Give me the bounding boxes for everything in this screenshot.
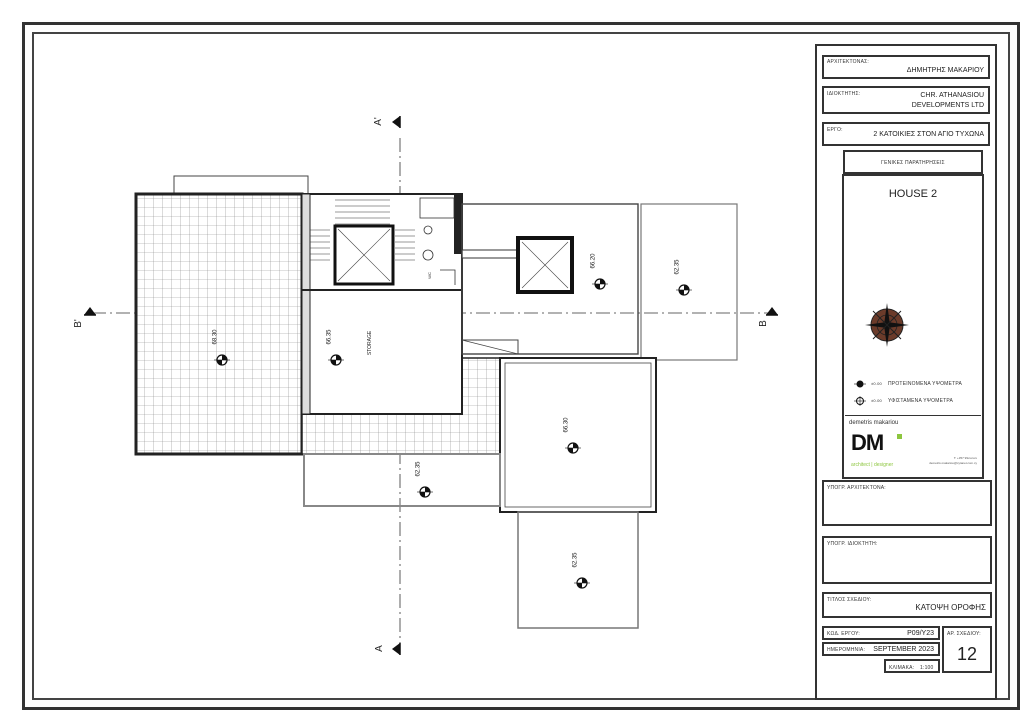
level-text-slab: 66.20 bbox=[590, 253, 597, 269]
notes-header: ΓΕΝΙΚΕΣ ΠΑΡΑΤΗΡΗΣΕΙΣ bbox=[881, 160, 945, 166]
project-code-value: P09/Y23 bbox=[907, 630, 934, 637]
title-block-frame bbox=[815, 44, 997, 700]
sheet-inner-border bbox=[32, 32, 1010, 700]
scale-box: ΚΛΙΜΑΚΑ: 1:100 bbox=[884, 659, 940, 673]
date-box: ΗΜΕΡΟΜΗΝΙΑ: SEPTEMBER 2023 bbox=[822, 642, 940, 656]
owner-box: ΙΔΙΟΚΤΗΤΗΣ: CHR. ATHANASIOU DEVELOPMENTS… bbox=[822, 86, 990, 114]
scale-label: ΚΛΙΜΑΚΑ: bbox=[889, 665, 915, 671]
logo-caption: demetris makariou bbox=[849, 420, 899, 426]
legend-existing-icon bbox=[854, 396, 866, 406]
logo-accent-icon bbox=[897, 434, 902, 439]
section-label-b-right: B bbox=[757, 320, 769, 327]
project-label: ΕΡΓΟ: bbox=[827, 127, 843, 133]
wc-toilet bbox=[422, 249, 434, 261]
scale-value: 1:100 bbox=[920, 665, 934, 671]
stair-wall-right bbox=[454, 194, 462, 254]
house-title: HOUSE 2 bbox=[888, 188, 938, 200]
bottom-slab bbox=[517, 511, 639, 629]
stair-treads bbox=[310, 199, 415, 261]
drawing-title-box: ΤΙΤΛΟΣ ΣΧΕΔΙΟΥ: ΚΑΤΟΨΗ ΟΡΟΦΗΣ bbox=[822, 592, 992, 618]
date-value: SEPTEMBER 2023 bbox=[873, 646, 934, 653]
architect-label: ΑΡΧΙΤΕΚΤΟΝΑΣ: bbox=[827, 59, 869, 65]
wc-basin bbox=[423, 225, 433, 235]
sheet-outer-border bbox=[22, 22, 1020, 710]
storage-label: STORAGE bbox=[367, 330, 374, 356]
architect-box: ΑΡΧΙΤΕΚΤΟΝΑΣ: ΔΗΜΗΤΡΗΣ ΜΑΚΑΡΙΟΥ bbox=[822, 55, 990, 79]
project-code-label: ΚΩΔ. ΕΡΓΟΥ: bbox=[827, 631, 860, 637]
drawing-title-value: ΚΑΤΟΨΗ ΟΡΟΦΗΣ bbox=[915, 603, 986, 612]
date-label: ΗΜΕΡΟΜΗΝΙΑ: bbox=[827, 647, 866, 653]
logo-sub: architect | designer bbox=[851, 462, 894, 468]
level-text-bottom-left: 62.35 bbox=[415, 461, 422, 477]
owner-label: ΙΔΙΟΚΤΗΤΗΣ: bbox=[827, 91, 861, 97]
level-marker-bottom-center bbox=[574, 577, 590, 589]
section-label-a-top: A' bbox=[372, 117, 384, 126]
level-marker-terrace bbox=[214, 354, 230, 366]
level-marker-center bbox=[565, 442, 581, 454]
canopy-outline bbox=[173, 175, 309, 195]
legend-proposed-label: ΠΡΟΤΕΙΝΟΜΕΝΑ ΥΨΟΜΕΤΡΑ bbox=[888, 381, 963, 387]
section-marker-b-right bbox=[766, 307, 778, 316]
project-value: 2 ΚΑΤΟΙΚΙΕΣ ΣΤΟΝ ΑΓΙΟ ΤΥΧΩΝΑ bbox=[873, 131, 984, 138]
level-text-bottom-center: 62.35 bbox=[572, 552, 579, 568]
level-text-right: 62.35 bbox=[674, 259, 681, 275]
legend-existing-label: ΥΦΙΣΤΑΜΕΝΑ ΥΨΟΜΕΤΡΑ bbox=[888, 398, 954, 404]
center-roof-slab bbox=[499, 357, 657, 513]
level-text-terrace: 68.30 bbox=[212, 329, 219, 345]
sign-owner-box: ΥΠΟΓΡ. ΙΔΙΟΚΤΗΤΗ: bbox=[822, 536, 992, 584]
legend-existing-value: ±0.00 bbox=[871, 398, 882, 403]
notes-header-box: ΓΕΝΙΚΕΣ ΠΑΡΑΤΗΡΗΣΕΙΣ bbox=[843, 150, 983, 174]
far-right-slab bbox=[640, 203, 738, 361]
logo-mark: DM bbox=[851, 430, 884, 455]
level-marker-bottom-left bbox=[417, 486, 433, 498]
section-label-b-left: B' bbox=[72, 319, 84, 328]
corridor-link bbox=[461, 249, 519, 259]
upper-slab bbox=[461, 203, 639, 355]
level-marker-right bbox=[676, 284, 692, 296]
logo-block: demetris makariou DM architect | designe… bbox=[845, 415, 981, 476]
section-marker-a-top bbox=[392, 116, 401, 128]
level-marker-slab bbox=[592, 278, 608, 290]
owner-value-line1: CHR. ATHANASIOU bbox=[920, 92, 984, 99]
stair-wall-left bbox=[301, 193, 311, 415]
drawing-title-label: ΤΙΤΛΟΣ ΣΧΕΔΙΟΥ: bbox=[827, 597, 872, 603]
level-marker-storage bbox=[328, 354, 344, 366]
sign-architect-box: ΥΠΟΓΡ. ΑΡΧΙΤΕΚΤΟΝΑ: bbox=[822, 480, 992, 526]
wc-door bbox=[440, 269, 456, 285]
logo-contact-2: demetris.makariou@cytanet.com.cy bbox=[929, 461, 977, 465]
logo-contact-1: T: +357 99xxxxxx bbox=[953, 456, 977, 460]
project-box: ΕΡΓΟ: 2 ΚΑΤΟΙΚΙΕΣ ΣΤΟΝ ΑΓΙΟ ΤΥΧΩΝΑ bbox=[822, 122, 990, 146]
north-arrow-icon bbox=[865, 303, 909, 347]
wc-label: WC bbox=[426, 272, 432, 279]
sheet-number-value: 12 bbox=[956, 644, 978, 664]
section-marker-a-bottom bbox=[392, 643, 401, 655]
sheet-number-label: ΑΡ. ΣΧΕΔΙΟΥ: bbox=[947, 631, 981, 637]
sign-owner-label: ΥΠΟΓΡ. ΙΔΙΟΚΤΗΤΗ: bbox=[827, 541, 878, 547]
tiled-terrace-left bbox=[134, 192, 304, 456]
notes-panel bbox=[842, 174, 984, 479]
sheet-number-box: ΑΡ. ΣΧΕΔΙΟΥ: 12 bbox=[942, 626, 992, 673]
section-label-a-bottom: A bbox=[373, 645, 385, 652]
legend-proposed-value: ±0.00 bbox=[871, 381, 882, 386]
level-text-storage: 66.35 bbox=[326, 329, 333, 345]
sign-architect-label: ΥΠΟΓΡ. ΑΡΧΙΤΕΚΤΟΝΑ: bbox=[827, 485, 886, 491]
architect-value: ΔΗΜΗΤΡΗΣ ΜΑΚΑΡΙΟΥ bbox=[906, 67, 984, 74]
level-text-center: 66.30 bbox=[563, 417, 570, 433]
wc-counter bbox=[419, 197, 455, 219]
section-marker-b-left bbox=[84, 307, 96, 316]
project-code-box: ΚΩΔ. ΕΡΓΟΥ: P09/Y23 bbox=[822, 626, 940, 640]
owner-value-line2: DEVELOPMENTS LTD bbox=[911, 102, 984, 109]
legend-proposed-icon bbox=[854, 380, 866, 388]
bottom-left-canopy bbox=[303, 453, 501, 507]
